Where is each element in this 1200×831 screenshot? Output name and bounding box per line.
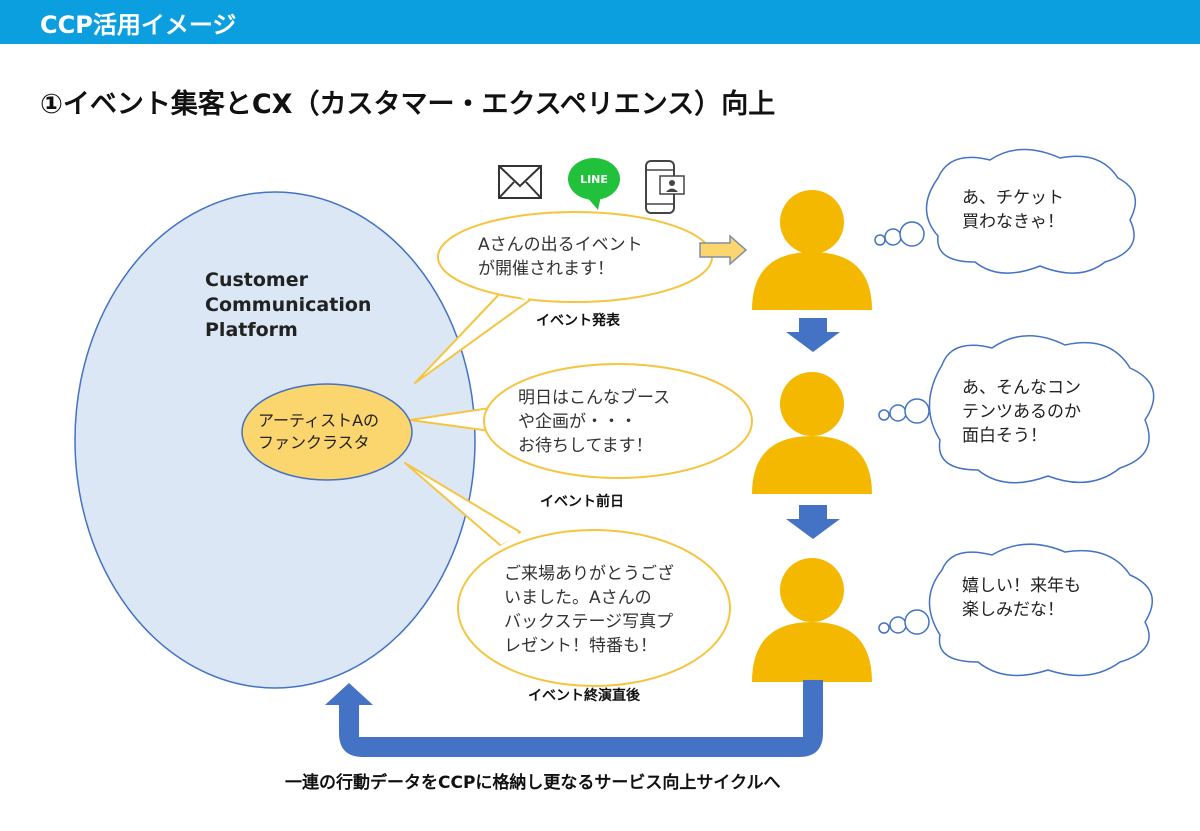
bubble-message-3: ご来場ありがとうござ いました。Aさんの バックステージ写真プ レゼント！特番も… [504, 562, 674, 658]
message-line: 明日はこんなブース [518, 388, 671, 408]
smartphone-icon [645, 160, 685, 214]
line-app-icon: LINE [568, 158, 620, 210]
header-bar: CCP活用イメージ [0, 0, 1200, 44]
line-icon-label: LINE [580, 173, 608, 186]
platform-label: Customer Communication Platform [205, 268, 371, 343]
stage-label-day-before: イベント前日 [540, 494, 624, 510]
thought-cloud-3 [878, 543, 1153, 677]
stage-label-announcement: イベント発表 [536, 313, 620, 329]
bubble-message-1: Aさんの出るイベント が開催されます！ [478, 233, 643, 281]
bubble-message-2: 明日はこんなブース や企画が・・・ お待ちしてます！ [518, 386, 670, 458]
thought-line: テンツあるのか [962, 402, 1081, 422]
platform-label-line: Customer [205, 269, 308, 291]
cycle-arrow [325, 680, 823, 757]
cycle-caption: 一連の行動データをCCPに格納し更なるサービス向上サイクルへ [285, 773, 781, 793]
message-line: Aさんの出るイベント [478, 235, 643, 255]
stage-label-after-show: イベント終演直後 [528, 688, 640, 704]
thought-cloud-2 [878, 334, 1155, 484]
fan-cluster-label: アーティストAの ファンクラスタ [258, 410, 379, 454]
thought-text-3: 嬉しい！来年も 楽しみだな！ [962, 574, 1081, 622]
message-line: いました。Aさんの [504, 588, 652, 608]
thought-text-2: あ、そんなコン テンツあるのか 面白そう！ [962, 376, 1081, 448]
thought-line: 嬉しい！来年も [962, 576, 1081, 596]
notify-arrow [699, 234, 748, 266]
thought-line: 面白そう！ [962, 426, 1047, 446]
message-line: お待ちしてます！ [518, 436, 653, 456]
thought-cloud-1 [874, 148, 1137, 274]
thought-text-1: あ、チケット 買わなきゃ！ [962, 186, 1064, 234]
thought-line: 楽しみだな！ [962, 600, 1064, 620]
mail-icon [498, 165, 542, 199]
message-line: レゼント！特番も！ [504, 636, 657, 656]
person-icon-3 [752, 558, 872, 682]
platform-label-line: Communication [205, 294, 372, 316]
thought-line: あ、チケット [962, 188, 1064, 208]
down-arrow-2 [786, 505, 840, 539]
person-icon-1 [752, 190, 872, 310]
fan-cluster-label-line: アーティストAの [258, 411, 380, 430]
fan-cluster-label-line: ファンクラスタ [258, 433, 370, 452]
message-line: ご来場ありがとうござ [504, 564, 674, 584]
platform-label-line: Platform [205, 319, 298, 341]
message-line: バックステージ写真プ [504, 612, 674, 632]
thought-line: 買わなきゃ！ [962, 212, 1064, 232]
message-line: や企画が・・・ [518, 412, 637, 432]
header-title: CCP活用イメージ [40, 11, 237, 39]
speech-bubble-2 [409, 363, 753, 479]
down-arrow-1 [786, 318, 840, 352]
page-subtitle: ①イベント集客とCX（カスタマー・エクスペリエンス）向上 [40, 89, 776, 120]
speech-bubble-3 [404, 462, 731, 687]
fan-cluster-ellipse [241, 383, 413, 481]
message-line: が開催されます！ [478, 259, 614, 279]
speech-bubble-1 [414, 211, 713, 384]
thought-line: あ、そんなコン [962, 378, 1081, 398]
person-icon-2 [752, 372, 872, 494]
